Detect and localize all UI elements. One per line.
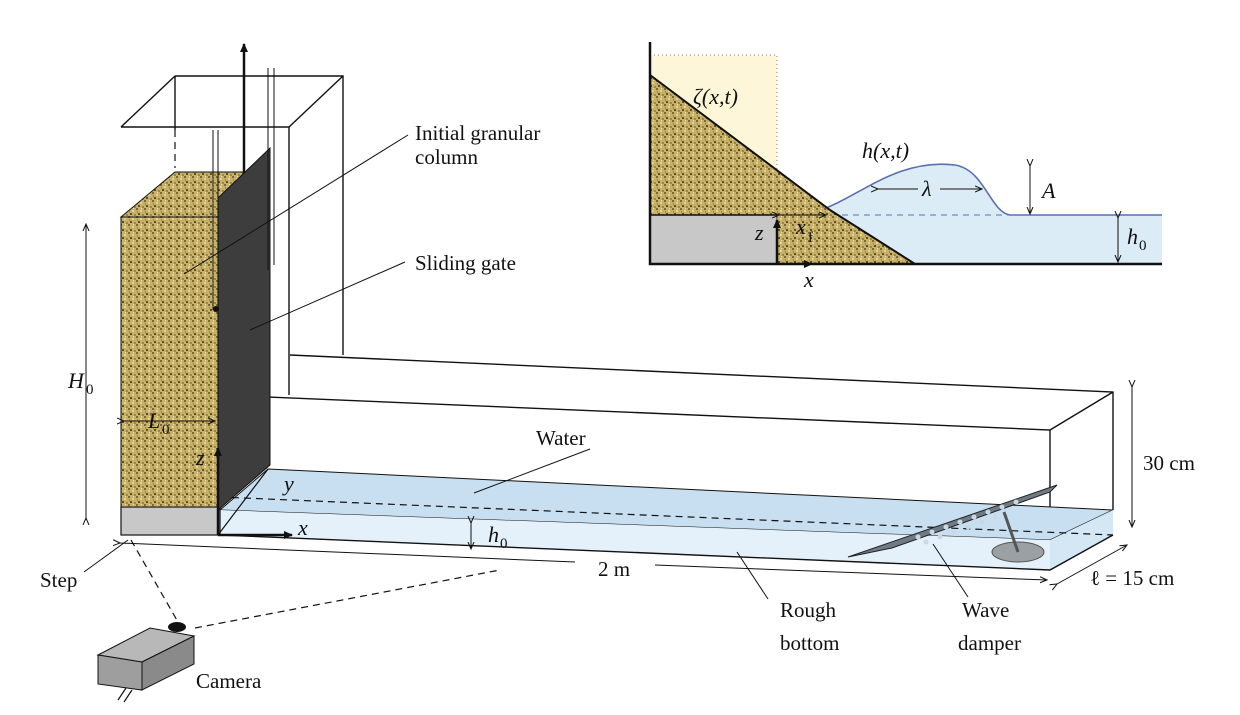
inset-depth-symbol: h: [1127, 224, 1138, 249]
h0-height-symbol: H: [67, 368, 85, 393]
l0-width-subscript: 0: [162, 422, 170, 438]
wave-damper-label-1: Wave: [962, 598, 1009, 622]
rough-bottom-label-1: Rough: [780, 598, 837, 622]
front-position-symbol: x: [795, 214, 806, 239]
front-position-subscript: f: [808, 230, 813, 246]
sliding-gate: [212, 43, 275, 512]
dimensions: H 0 L 0 h 0 30 cm ℓ = 15 cm 2 m: [67, 224, 1195, 590]
wave-damper-label-2: damper: [958, 631, 1021, 655]
water-label: Water: [536, 426, 586, 450]
camera-label: Camera: [196, 669, 262, 693]
wavelength-label: λ: [921, 176, 932, 201]
water-depth-subscript: 0: [500, 536, 508, 552]
x-axis-label: x: [297, 515, 308, 540]
wave-profile-label: h(x,t): [862, 138, 909, 163]
z-axis-label: z: [195, 445, 205, 470]
initial-granular-column-label-2: column: [415, 145, 478, 169]
inset-diagram: z x x f ζ(x,t) h(x,t) λ A h 0: [648, 42, 1162, 292]
initial-granular-column-label-1: Initial granular: [415, 121, 540, 145]
tank-length-label: 2 m: [598, 557, 630, 581]
water-volume: [218, 468, 1114, 571]
inset-x-label: x: [803, 267, 814, 292]
l0-width-symbol: L: [147, 408, 160, 433]
water-depth-symbol: h: [488, 522, 499, 547]
wave-damper: [847, 484, 1058, 563]
camera: Camera: [96, 539, 501, 703]
tank-width-label: ℓ = 15 cm: [1090, 566, 1174, 590]
zeta-label: ζ(x,t): [693, 84, 738, 109]
inset-z-label: z: [754, 220, 764, 245]
amplitude-label: A: [1040, 178, 1056, 203]
step-label: Step: [40, 568, 77, 592]
h0-height-subscript: 0: [86, 382, 94, 398]
rough-bottom-label-2: bottom: [780, 631, 840, 655]
y-axis-label: y: [282, 471, 294, 496]
step: [120, 506, 221, 536]
sliding-gate-label: Sliding gate: [415, 251, 516, 275]
inset-depth-subscript: 0: [1139, 238, 1147, 254]
coordinate-axes: z x y: [195, 445, 308, 540]
tank-height-label: 30 cm: [1143, 451, 1195, 475]
leader-labels: Initial granular column Sliding gate Wat…: [40, 121, 1021, 655]
